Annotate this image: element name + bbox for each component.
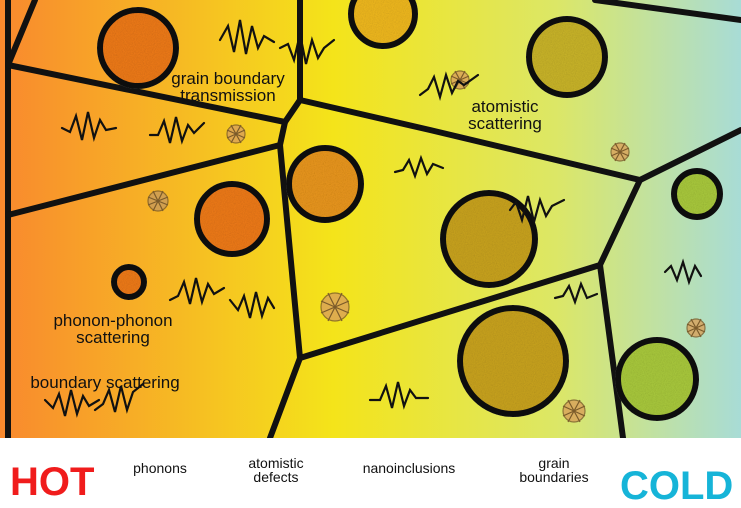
- nanoinclusion: [348, 0, 418, 49]
- defect-cluster: [226, 124, 246, 144]
- label-boundary-scattering: boundary scattering: [30, 373, 180, 392]
- phonon-wave: [393, 154, 445, 180]
- defect-cluster: [686, 318, 706, 338]
- atomistic-defects: [147, 70, 706, 423]
- legend-cold: COLD: [620, 464, 734, 508]
- defect-cluster: [147, 190, 169, 212]
- nanoinclusion: [671, 168, 723, 220]
- legend-hot: HOT: [10, 460, 95, 504]
- phonon-wave-packets: [43, 19, 703, 418]
- label-atomistic-scattering: atomistic scattering: [468, 97, 542, 133]
- nanoinclusion: [457, 305, 569, 417]
- phonon-wave: [43, 389, 101, 418]
- legend-nanoinclusions: nanoinclusions: [362, 460, 456, 476]
- label-grain-boundary-transmission: grain boundary transmission: [171, 69, 285, 105]
- legend-grain-boundaries: grain boundaries: [519, 455, 589, 485]
- phonon-wave: [168, 277, 226, 306]
- phonon-wave: [228, 291, 276, 320]
- defect-cluster: [320, 292, 350, 322]
- phonon-wave: [93, 382, 145, 414]
- phonon-wave: [663, 258, 703, 286]
- label-phonon-phonon-scattering: phonon-phonon scattering: [53, 311, 173, 347]
- nanoinclusion: [526, 16, 608, 98]
- defect-cluster: [562, 399, 586, 423]
- nanoinclusion: [111, 264, 147, 300]
- phonon-wave: [278, 33, 336, 65]
- grain-boundaries: [5, 0, 741, 441]
- nanoinclusion: [440, 190, 538, 288]
- legend-atomistic-defects: atomistic defects: [248, 455, 304, 485]
- phonon-transport-diagram: [0, 0, 741, 486]
- nanoinclusion: [97, 7, 179, 89]
- phonon-wave: [508, 195, 566, 224]
- phonon-wave: [148, 116, 206, 145]
- phonon-wave: [60, 111, 118, 143]
- defect-cluster: [610, 142, 630, 162]
- phonon-wave: [368, 381, 430, 410]
- nanoinclusions: [97, 0, 723, 421]
- legend-bar: [0, 438, 741, 486]
- phonon-wave: [553, 280, 599, 306]
- defect-cluster: [450, 70, 470, 90]
- nanoinclusion: [615, 337, 699, 421]
- legend-phonons: phonons: [133, 460, 187, 476]
- phonon-wave: [418, 71, 480, 101]
- nanoinclusion: [286, 145, 364, 223]
- nanoinclusion: [194, 181, 270, 257]
- phonon-wave: [218, 19, 276, 55]
